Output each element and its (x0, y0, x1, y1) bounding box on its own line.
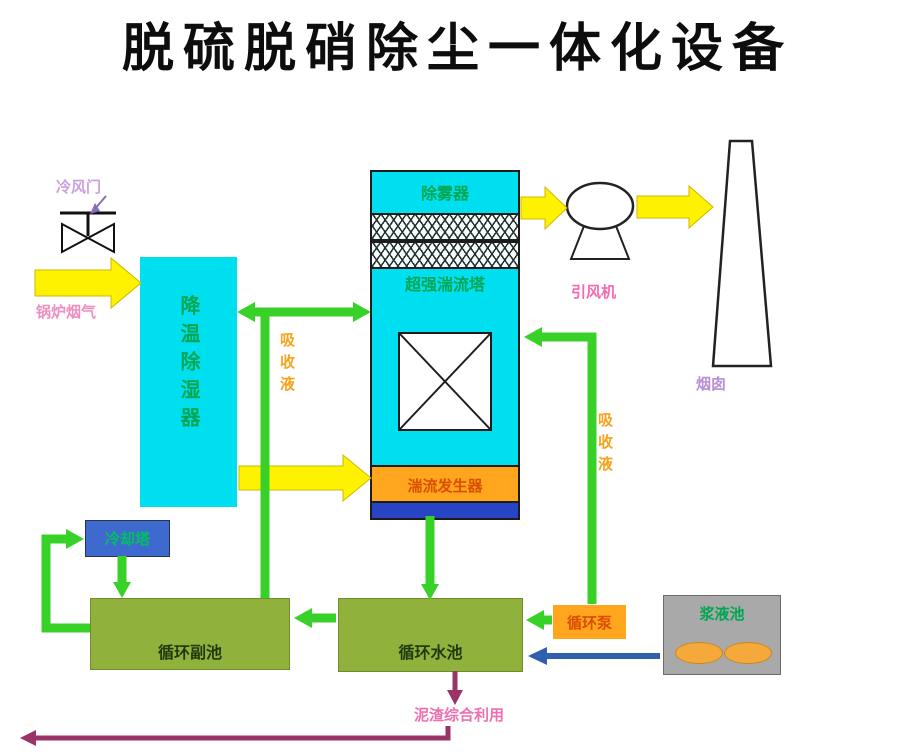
sludge-discharge-arrowhead (20, 690, 463, 746)
slurry-feed-arrow (528, 647, 660, 665)
circulation-water-pool-label: 循环水池 (398, 645, 463, 662)
slurry-pool-label: 浆液池 (699, 606, 745, 623)
turbulence-generator-label: 湍流发生器 (407, 477, 483, 495)
circulation-aux-pool-box: 循环副池 (90, 598, 290, 670)
demister-pad-icon (372, 241, 518, 269)
fan-icon (565, 181, 635, 260)
sludge-utilization-label: 泥渣综合利用 (414, 707, 505, 724)
circulation-aux-pool-label: 循环副池 (157, 645, 222, 662)
slurry-ball-icon (675, 642, 723, 664)
cooling-tower-box: 冷却塔 (85, 520, 170, 557)
page-title: 脱硫脱硝除尘一体化设备 (121, 20, 793, 78)
valve-icon (60, 195, 116, 254)
absorption-liquid-label-left: 吸收液 (278, 332, 295, 398)
packing-section-icon (398, 332, 492, 431)
chimney-label: 烟囱 (696, 376, 727, 393)
slurry-pool-box: 浆液池 (663, 595, 781, 675)
absorption-liquid-label-right: 吸收液 (596, 412, 613, 478)
demister-pad-icon (372, 213, 518, 241)
cooling-dehumidifier-label: 降温除湿器 (177, 295, 199, 435)
cooling-dehumidifier-vessel: 降温除湿器 (140, 257, 237, 507)
cold-air-door-label: 冷风门 (56, 179, 102, 196)
sludge-discharge-arrow (34, 671, 458, 741)
tower-liquid-band (372, 501, 518, 518)
slurry-ball-icon (724, 642, 772, 664)
turbulence-tower-vessel: 除雾器 超强湍流塔 湍流发生器 (370, 170, 520, 520)
demister-label: 除雾器 (420, 186, 469, 203)
induced-draft-fan-label: 引风机 (571, 284, 617, 301)
boiler-flue-gas-label: 锅炉烟气 (36, 304, 97, 321)
turbulence-generator-band: 湍流发生器 (372, 465, 518, 503)
cooling-tower-label: 冷却塔 (104, 531, 150, 548)
turbulence-tower-label: 超强湍流塔 (404, 277, 485, 294)
circulation-pump-box: 循环泵 (553, 605, 626, 639)
circulation-pump-label: 循环泵 (566, 614, 612, 632)
chimney-icon (711, 139, 773, 368)
circulation-water-pool-box: 循环水池 (338, 598, 523, 672)
